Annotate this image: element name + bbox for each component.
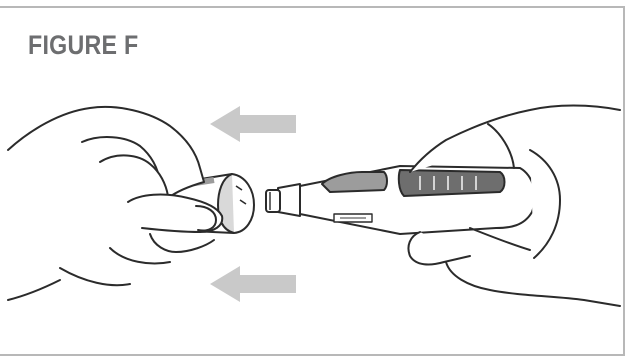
figure-title: FIGURE F <box>28 30 139 60</box>
figure-frame <box>0 6 625 356</box>
left-arrow-icon <box>210 266 296 302</box>
right-hand <box>407 104 621 307</box>
pen-device <box>265 165 536 235</box>
left-arrow-icon <box>210 106 296 142</box>
left-hand <box>7 105 224 301</box>
